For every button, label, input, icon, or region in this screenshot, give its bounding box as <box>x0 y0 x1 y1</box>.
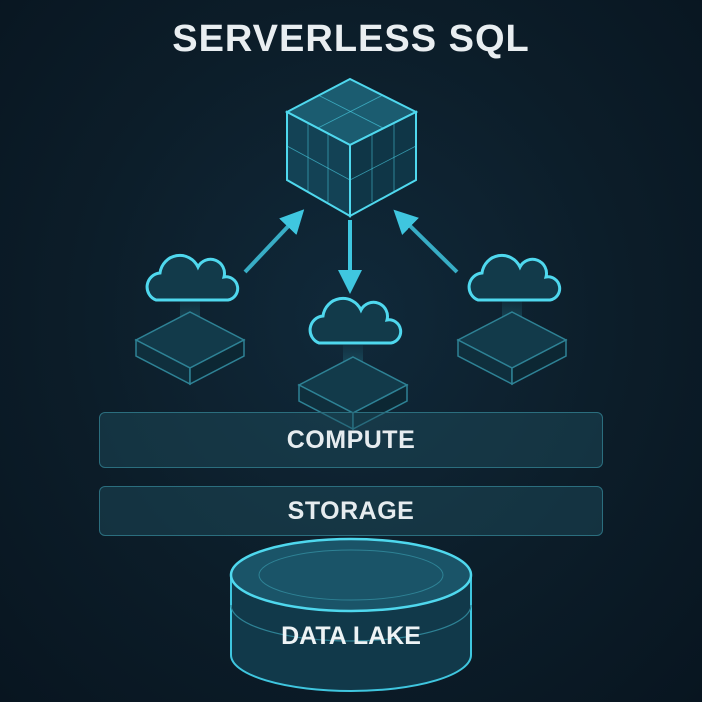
compute-layer: COMPUTE <box>99 412 603 468</box>
cloud-icon <box>467 253 562 302</box>
compute-node-left <box>134 253 246 386</box>
cloud-icon <box>308 296 403 345</box>
data-lake-cylinder-icon <box>229 537 473 692</box>
compute-node-right <box>456 253 568 386</box>
arrow-right-to-cube <box>393 209 459 274</box>
sql-cube-icon <box>284 77 419 218</box>
diagram-title: SERVERLESS SQL <box>172 18 530 60</box>
arrow-left-to-cube <box>243 209 305 274</box>
data-lake-label: DATA LAKE <box>281 622 421 650</box>
arrows <box>243 209 459 294</box>
cloud-icon <box>145 253 240 302</box>
storage-layer: STORAGE <box>99 486 603 536</box>
compute-node-middle <box>297 296 409 431</box>
